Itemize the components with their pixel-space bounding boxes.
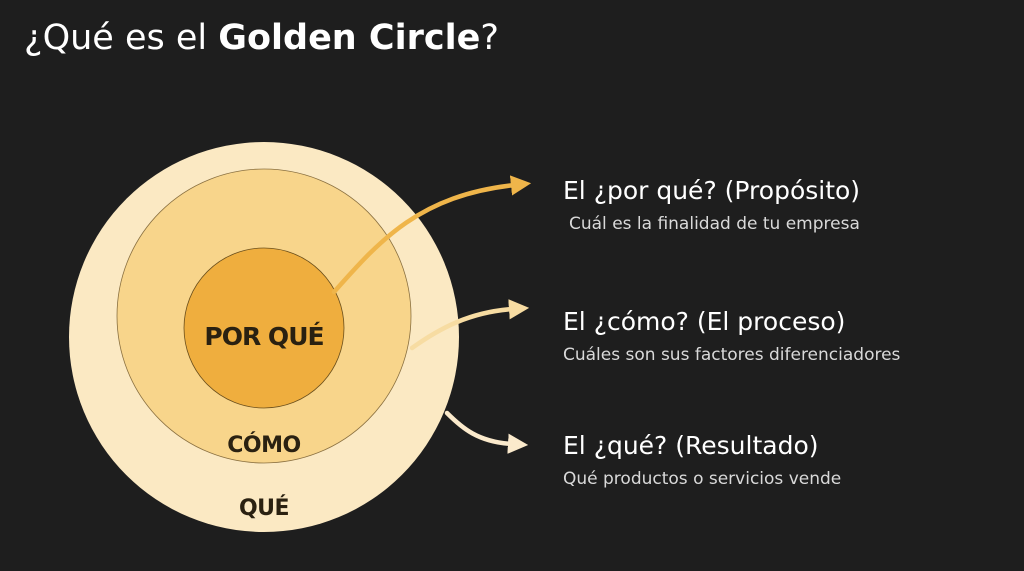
item-how-heading: El ¿cómo? (El proceso) bbox=[563, 307, 846, 336]
item-what: El ¿qué? (Resultado) Qué productos o ser… bbox=[563, 431, 841, 489]
arrow-why bbox=[331, 175, 532, 295]
item-what-heading: El ¿qué? (Resultado) bbox=[563, 431, 819, 460]
middle-circle-label: CÓMO bbox=[227, 432, 300, 458]
arrow-how bbox=[409, 299, 530, 351]
title-highlight: Golden Circle bbox=[218, 18, 481, 58]
item-why-heading: El ¿por qué? (Propósito) bbox=[563, 176, 861, 205]
outer-circle-label: QUÉ bbox=[239, 495, 289, 521]
item-why: El ¿por qué? (Propósito) Cuál es la fina… bbox=[563, 176, 860, 234]
inner-circle-label: POR QUÉ bbox=[204, 322, 323, 351]
item-how-description: Cuáles son sus factores diferenciadores bbox=[563, 345, 901, 365]
title-suffix: ? bbox=[480, 18, 499, 58]
item-why-description: Cuál es la finalidad de tu empresa bbox=[569, 214, 860, 234]
item-how: El ¿cómo? (El proceso) Cuáles son sus fa… bbox=[563, 307, 900, 365]
item-what-description: Qué productos o servicios vende bbox=[563, 469, 842, 489]
inner-circle-why bbox=[183, 247, 345, 409]
title-prefix: ¿Qué es el bbox=[24, 18, 219, 58]
arrow-what bbox=[444, 410, 529, 454]
page-title: ¿Qué es el Golden Circle? bbox=[24, 18, 499, 58]
